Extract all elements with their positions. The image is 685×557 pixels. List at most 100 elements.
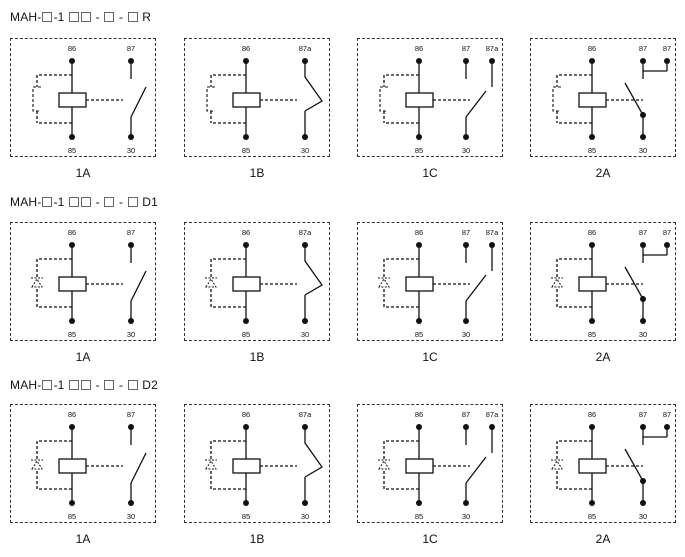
terminal-label: 87 [126, 44, 136, 53]
terminal-label: 86 [67, 228, 77, 237]
terminal-label: 87 [126, 228, 136, 237]
terminal-label: 30 [126, 330, 136, 339]
terminal-label: 87a [298, 44, 312, 53]
coil-symbol [578, 92, 607, 108]
circuit-schematic [378, 242, 495, 324]
diagram-caption: 2A [595, 166, 611, 180]
terminal-label: 87a [485, 228, 499, 237]
circuit-schematic [31, 424, 147, 506]
placeholder-box [69, 197, 80, 207]
placeholder-box [42, 380, 53, 390]
coil-symbol [58, 92, 87, 108]
coil-symbol [405, 276, 434, 292]
rc-suppressor-symbol [206, 86, 215, 112]
terminal-label: 86 [241, 228, 251, 237]
terminal-label: 86 [241, 44, 251, 53]
diagram-caption: 1B [249, 166, 265, 180]
separator: - [95, 10, 100, 24]
circuit-schematic [378, 424, 495, 506]
coil-symbol [58, 276, 87, 292]
diode-icon [31, 460, 43, 470]
nc-contact [304, 61, 323, 112]
diode-icon [205, 460, 217, 470]
model-mid: -1 [53, 195, 65, 209]
terminal-label: 85 [241, 512, 251, 521]
circuit-schematic [552, 58, 670, 140]
separator: - [118, 10, 124, 24]
switch-blade [130, 452, 147, 484]
terminal-label: 85 [414, 330, 424, 339]
placeholder-box [127, 197, 138, 207]
terminal-label: 30 [461, 330, 471, 339]
terminal-label: 30 [300, 330, 310, 339]
diode-icon [205, 278, 217, 288]
terminal-label: 86 [587, 410, 597, 419]
diode-icon [378, 460, 390, 470]
terminal-label: 87 [638, 44, 648, 53]
terminal-label: 86 [67, 44, 77, 53]
row-title: MAH--1 - - D2 [10, 378, 158, 392]
row-title: MAH--1 - - R [10, 10, 151, 24]
coil-symbol [232, 92, 261, 108]
coil-symbol [232, 458, 261, 474]
model-suffix: D1 [142, 195, 158, 209]
model-mid: -1 [53, 378, 65, 392]
rc-suppressor-symbol [32, 86, 41, 112]
diode-icon [31, 278, 43, 288]
switch-blade [465, 456, 487, 484]
separator: - [118, 378, 124, 392]
terminal-label: 85 [414, 146, 424, 155]
terminal-label: 87 [461, 410, 471, 419]
diagram-caption: 1C [422, 350, 438, 364]
placeholder-box [81, 197, 92, 207]
model-suffix: R [142, 10, 152, 24]
terminal-label: 85 [241, 330, 251, 339]
diagram-caption: 2A [595, 350, 611, 364]
separator: - [95, 378, 100, 392]
switch-blade [130, 86, 147, 118]
coil-symbol [405, 458, 434, 474]
terminal-label: 85 [587, 146, 597, 155]
terminal-label: 87a [485, 44, 499, 53]
diagram-caption: 1C [422, 166, 438, 180]
circuit-schematic [32, 58, 147, 140]
nc-contact [304, 245, 323, 296]
terminal-label: 87a [298, 410, 312, 419]
terminal-label: 30 [638, 146, 648, 155]
terminal-label: 30 [300, 512, 310, 521]
terminal-label: 87 [662, 410, 672, 419]
terminal-label: 85 [241, 146, 251, 155]
model-prefix: MAH- [10, 10, 42, 24]
separator: - [95, 195, 100, 209]
placeholder-box [69, 12, 80, 22]
rc-suppressor-symbol [552, 86, 561, 112]
row-title: MAH--1 - - D1 [10, 195, 158, 209]
diode-icon [551, 460, 563, 470]
diagram-caption: 1B [249, 532, 265, 546]
terminal-label: 87 [662, 228, 672, 237]
coil-symbol [58, 458, 87, 474]
placeholder-box [104, 12, 115, 22]
terminal-label: 86 [414, 410, 424, 419]
terminal-label: 87 [126, 410, 136, 419]
switch-blade [465, 90, 487, 118]
terminal-label: 86 [587, 228, 597, 237]
terminal-label: 87a [485, 410, 499, 419]
terminal-label: 30 [126, 146, 136, 155]
terminal-label: 85 [67, 512, 77, 521]
switch-blade [624, 82, 644, 116]
terminal-label: 30 [461, 512, 471, 521]
coil-symbol [232, 276, 261, 292]
terminal-label: 85 [587, 512, 597, 521]
terminal-label: 87 [638, 228, 648, 237]
circuit-schematic [379, 58, 495, 140]
circuit-schematic [205, 242, 323, 324]
